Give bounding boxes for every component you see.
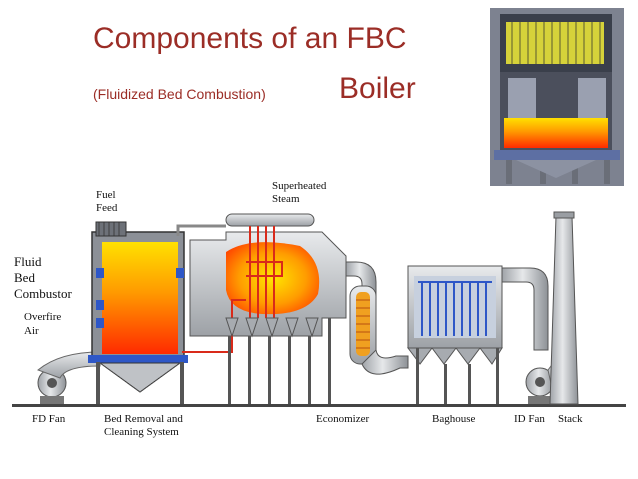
steam-drum (176, 213, 315, 236)
boiler-photo-inset (490, 8, 624, 186)
label-bed-removal: Bed Removal and Cleaning System (104, 413, 183, 438)
fd-fan (37, 351, 101, 404)
label-overfire-air: Overfire Air (24, 311, 61, 337)
exhaust-duct (501, 267, 549, 351)
fluid-bed-combustor (88, 221, 188, 404)
label-stack: Stack (558, 413, 583, 425)
economizer (349, 285, 409, 375)
subtitle-large: Boiler (339, 72, 416, 105)
svg-text:Air: Air (24, 325, 39, 337)
label-id-fan: ID Fan (514, 413, 545, 425)
svg-text:Fuel: Fuel (96, 189, 116, 201)
svg-text:Bed: Bed (14, 270, 35, 285)
label-economizer: Economizer (316, 413, 369, 425)
svg-text:Steam: Steam (272, 193, 300, 205)
stack (549, 211, 579, 405)
label-baghouse: Baghouse (432, 413, 476, 425)
ground-line (12, 404, 626, 407)
svg-text:Cleaning System: Cleaning System (104, 426, 179, 438)
label-fluid-bed-combustor: Fluid Bed Combustor (14, 254, 72, 301)
page-title: Components of an FBC (93, 22, 407, 55)
baghouse (407, 265, 503, 404)
svg-text:Overfire: Overfire (24, 311, 61, 323)
superheater-section (182, 226, 347, 404)
svg-text:Feed: Feed (96, 202, 118, 214)
label-superheated-steam: Superheated Steam (272, 180, 327, 205)
subtitle-small: (Fluidized Bed Combustion) (93, 86, 266, 102)
label-fd-fan: FD Fan (32, 413, 66, 425)
svg-text:Fluid: Fluid (14, 254, 42, 269)
label-fuel-feed: Fuel Feed (96, 189, 118, 214)
svg-text:Superheated: Superheated (272, 180, 327, 192)
svg-text:Combustor: Combustor (14, 286, 72, 301)
svg-text:Bed Removal and: Bed Removal and (104, 413, 183, 425)
